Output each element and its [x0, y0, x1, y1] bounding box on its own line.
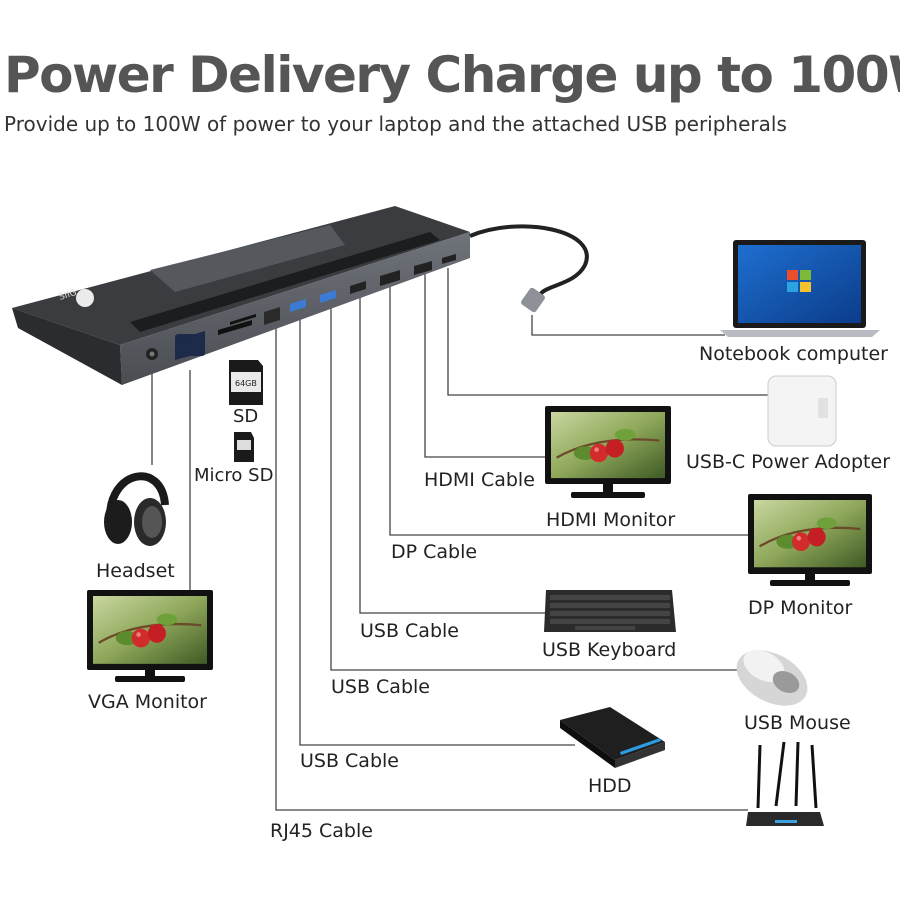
usb3-port-2: [320, 290, 336, 303]
dp-monitor: [748, 494, 872, 586]
power-adapter-label: USB-C Power Adopter: [686, 451, 890, 473]
hdmi-port: [414, 261, 432, 275]
notebook-wire: [531, 315, 725, 336]
usb-keyboard-wire: [359, 290, 545, 614]
usb-c-power-port: [442, 254, 456, 264]
dp-cable-label: DP Cable: [391, 541, 477, 563]
usb-mouse-label: USB Mouse: [744, 712, 851, 734]
hdmi-cable-label: HDMI Cable: [424, 469, 535, 491]
hdmi-monitor: [545, 406, 671, 498]
sd-card: 64GB: [229, 360, 263, 405]
power-adapter-wire: [447, 268, 768, 396]
page-subtitle: Provide up to 100W of power to your lapt…: [4, 112, 787, 136]
usb3-port-1: [290, 299, 306, 312]
usb-cable-1-label: USB Cable: [360, 620, 459, 642]
usb-keyboard-label: USB Keyboard: [542, 639, 676, 661]
hdd-label: HDD: [588, 775, 632, 797]
hub-ports: [146, 254, 456, 360]
hdd: [560, 707, 665, 768]
usb-mouse: [736, 649, 808, 706]
usb2-port: [350, 281, 366, 294]
hdmi-monitor-label: HDMI Monitor: [546, 509, 675, 531]
headset-label: Headset: [96, 560, 175, 582]
svg-text:64GB: 64GB: [235, 379, 257, 388]
rj45-wire: [275, 322, 748, 811]
hdd-wire: [299, 312, 575, 746]
hdmi-wire: [424, 268, 545, 458]
rj45-cable-label: RJ45 Cable: [270, 820, 373, 842]
usb-c-power-adapter: [767, 375, 837, 447]
usb-c-plug: [521, 287, 545, 313]
displayport-port: [380, 270, 400, 286]
dp-monitor-label: DP Monitor: [748, 597, 853, 619]
micro-sd-slot: [230, 314, 256, 325]
cable-lines: [151, 268, 768, 811]
sd-slot: [218, 320, 252, 335]
sd-label: SD: [233, 406, 258, 427]
micro-sd-label: Micro SD: [194, 465, 273, 486]
dp-wire: [389, 280, 748, 536]
headset: [104, 472, 169, 546]
router: [746, 741, 824, 826]
page-title: Power Delivery Charge up to 100W: [4, 46, 900, 104]
usb-mouse-wire: [330, 300, 740, 671]
docking-station: SIIG: [12, 206, 589, 385]
notebook-computer: [720, 240, 880, 337]
rj45-port: [264, 307, 280, 325]
vga-monitor: [87, 590, 213, 682]
usb-keyboard: [544, 590, 676, 632]
usb-cable-3-label: USB Cable: [300, 750, 399, 772]
vga-monitor-label: VGA Monitor: [88, 691, 207, 713]
micro-sd-card: [234, 432, 254, 462]
usb-cable-2-label: USB Cable: [331, 676, 430, 698]
notebook-label: Notebook computer: [699, 343, 888, 365]
